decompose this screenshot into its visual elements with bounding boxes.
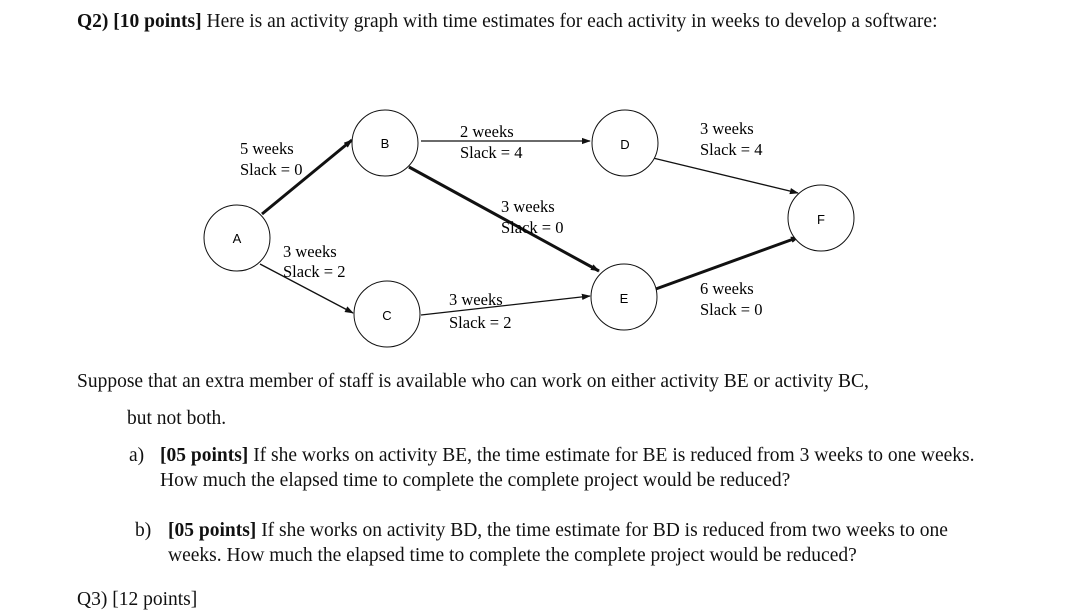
node-b: B [351,109,419,177]
edge-be [408,165,600,273]
question-text: Here is an activity graph with time esti… [206,11,938,32]
edge-df-time: 3 weeks [700,119,754,138]
question-label: Q2) [77,11,109,32]
subquestion-b-body: [05 points] If she works on activity BD,… [168,518,968,568]
edge-ce-time: 3 weeks [449,290,503,309]
edge-ef-time: 6 weeks [700,279,754,298]
edge-ab [261,138,353,216]
node-a: A [203,204,271,272]
edge-df-slack: Slack = 4 [700,140,762,159]
subquestion-a-body: [05 points] If she works on activity BE,… [160,443,975,493]
edge-bd-slack: Slack = 4 [460,143,522,162]
edge-df [652,157,799,195]
edge-ab-slack: Slack = 0 [240,160,302,179]
node-f-label: F [817,212,825,227]
edge-ac [259,263,354,314]
scenario-line-2: but not both. [127,408,227,429]
question-heading: Q2) [10 points] Here is an activity grap… [77,8,1037,35]
subquestion-b-text: If she works on activity BD, the time es… [168,520,948,566]
subquestion-a-points: [05 points] [160,445,249,466]
edge-ef [652,235,800,292]
node-a-label: A [233,231,242,246]
edge-be-time: 3 weeks [501,197,555,216]
node-b-label: B [381,136,390,151]
edge-ac-slack: Slack = 2 [283,262,345,281]
node-c-label: C [382,308,391,323]
edge-be-slack: Slack = 0 [501,218,563,237]
node-e: E [590,263,658,331]
next-question-partial: Q3) [12 points] [77,589,198,610]
subquestion-b-points: [05 points] [168,520,257,541]
edge-ce-slack: Slack = 2 [449,313,511,332]
question-points: [10 points] [113,11,202,32]
node-c: C [353,280,421,348]
edge-bd-time: 2 weeks [460,122,514,141]
edge-ab-time: 5 weeks [240,139,294,158]
subquestion-a-mark: a) [129,445,145,466]
edge-ef-slack: Slack = 0 [700,300,762,319]
node-e-label: E [620,291,629,306]
subquestion-a-text: If she works on activity BE, the time es… [160,445,975,491]
edge-ac-time: 3 weeks [283,242,337,261]
node-f: F [787,184,855,252]
subquestion-b-mark: b) [135,520,152,541]
scenario-line-1: Suppose that an extra member of staff is… [77,371,869,392]
edge-ce [420,293,591,316]
node-d-label: D [620,137,629,152]
node-d: D [591,109,659,177]
